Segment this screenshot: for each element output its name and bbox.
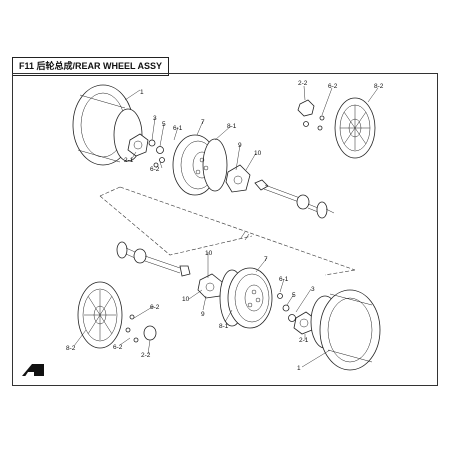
label-item-5-mid: 5 — [292, 292, 296, 299]
axle-dashed-frame — [99, 186, 356, 276]
label-item-8-2-top: 8-2 — [374, 83, 384, 90]
wheel-hub-left — [127, 133, 149, 157]
label-item-10-mid: 10 — [205, 250, 213, 257]
label-hub-left: 2-1 — [124, 157, 134, 164]
nut-washer-left — [148, 139, 165, 168]
label-item-10-mid2: 10 — [182, 296, 190, 303]
wheel-flange-left — [225, 164, 251, 193]
label-tire-left: 1 — [140, 89, 144, 96]
wheel-flange-right — [197, 273, 223, 299]
diagram-frame — [12, 73, 438, 386]
label-item-6-2-bl2: 6-2 — [113, 344, 123, 351]
label-item-9-left: 9 — [238, 142, 242, 149]
half-shaft-upper — [254, 179, 335, 219]
leader-lines — [73, 85, 379, 368]
label-item-5-left: 5 — [162, 121, 166, 128]
diagram-title: F11 后轮总成/REAR WHEEL ASSY — [12, 57, 170, 76]
front-rim-bottom-left — [77, 281, 123, 349]
label-item-6-2-left: 6-2 — [150, 166, 160, 173]
label-item-3-left: 3 — [153, 115, 157, 122]
label-item-6-2-bl: 6-2 — [150, 304, 160, 311]
half-shaft-lower — [116, 241, 191, 277]
label-item-7-left: 7 — [201, 119, 205, 126]
label-item-6-1-left: 6-1 — [173, 125, 183, 132]
rear-rim-left — [172, 134, 228, 196]
label-item-8-1-mid: 8-1 — [219, 323, 229, 330]
label-tire-right: 1 — [297, 365, 301, 372]
label-item-6-2-top: 6-2 — [328, 83, 338, 90]
label-item-2-2-top: 2-2 — [298, 80, 308, 87]
label-item-2-2-bl: 2-2 — [141, 352, 151, 359]
forward-arrow-icon — [22, 364, 44, 378]
rear-tire-left — [72, 84, 143, 166]
front-rim-top-right — [334, 97, 376, 159]
label-item-8-2-bl: 8-2 — [66, 345, 76, 352]
label-item-3-mid: 3 — [311, 286, 315, 293]
nut-washer-right — [277, 293, 296, 322]
label-hub-right: 2-1 — [299, 337, 309, 344]
label-item-10-left: 10 — [254, 150, 262, 157]
label-item-6-1-mid: 6-1 — [279, 276, 289, 283]
rear-tire-right — [310, 289, 381, 371]
hub-cap-bottom-left — [125, 314, 157, 343]
hub-cap-top-right — [297, 99, 325, 131]
label-item-8-1-left: 8-1 — [227, 123, 237, 130]
label-item-7-mid: 7 — [264, 256, 268, 263]
label-item-9-mid: 9 — [201, 311, 205, 318]
rear-rim-right — [219, 267, 273, 329]
